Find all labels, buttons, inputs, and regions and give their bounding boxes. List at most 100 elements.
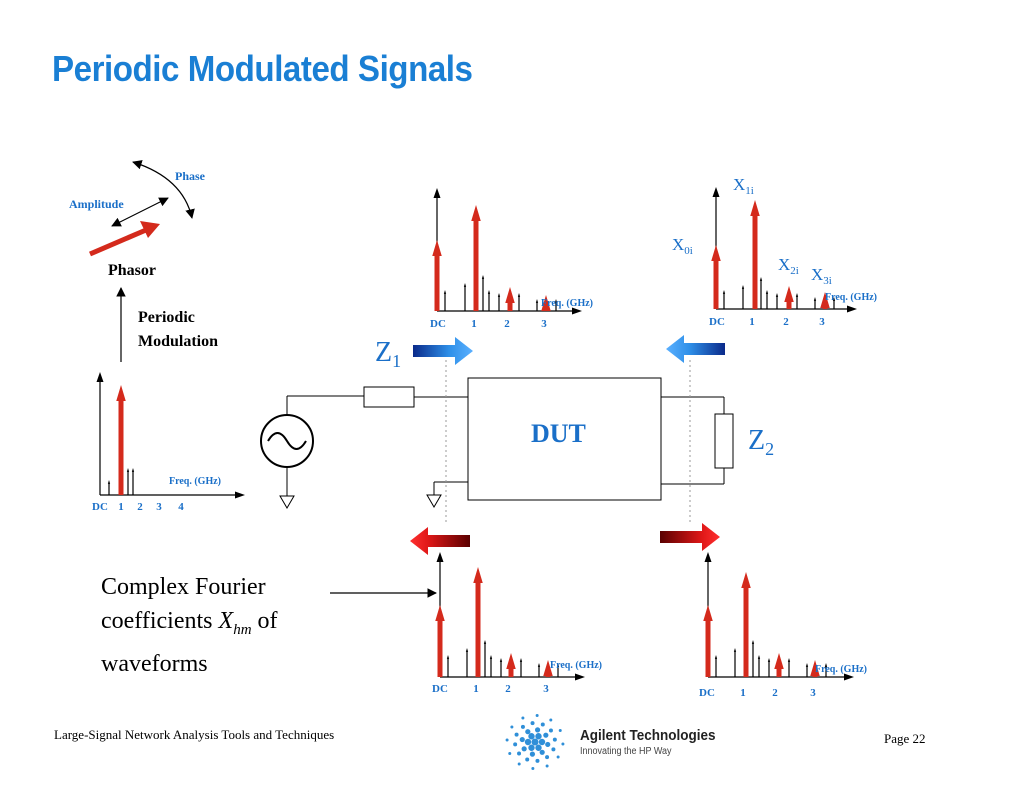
sideband-line-2-head — [751, 640, 755, 644]
y-axis-head — [704, 552, 712, 562]
tick-label-2: 2 — [505, 683, 511, 695]
sideband-line-4-head — [497, 293, 501, 297]
sideband-line-3-head — [487, 290, 491, 294]
tick-label-0: DC — [709, 316, 725, 328]
amplitude-arrow — [111, 197, 169, 227]
ground-icon-2 — [426, 494, 442, 508]
y-axis-head — [433, 188, 441, 198]
harmonic-bar-0-head — [435, 605, 445, 621]
sideband-bar-1-head — [543, 660, 553, 676]
reflected-wave-arrow-right — [660, 523, 720, 551]
sine-wave-icon — [267, 432, 307, 450]
y-axis-head — [712, 187, 720, 197]
sideband-line-1-head — [733, 648, 737, 652]
tick-label-2: 2 — [783, 316, 789, 328]
harmonic-bar-1-head — [473, 567, 483, 583]
sideband-bar-0-head — [505, 287, 515, 303]
sideband-line-5-head — [519, 658, 523, 662]
tick-label-1: 1 — [118, 501, 124, 513]
caption-line-1: Complex Fourier — [101, 574, 266, 600]
y-axis-head — [436, 552, 444, 562]
tick-label-0: DC — [699, 687, 715, 699]
sideband-line-1-head — [741, 285, 745, 289]
ground-icon-1 — [279, 495, 295, 509]
tick-label-2: 2 — [137, 501, 143, 513]
sideband-bar-0-head — [784, 286, 794, 302]
harmonic-bar-0-head — [116, 385, 126, 401]
phase-label: Phase — [175, 169, 206, 183]
x3-label: X3i — [811, 265, 832, 287]
brand: Agilent Technologies Innovating the HP W… — [580, 727, 731, 757]
tick-label-0: DC — [432, 683, 448, 695]
sideband-line-4-head — [767, 658, 771, 662]
sideband-line-6-head — [805, 663, 809, 667]
circuit — [260, 360, 734, 525]
harmonic-bar-1-head — [741, 572, 751, 588]
sideband-line-5-head — [795, 293, 799, 297]
sideband-line-0-head — [714, 655, 718, 659]
tick-label-1: 1 — [473, 683, 479, 695]
phasor-arrow-head — [140, 221, 160, 238]
brand-tagline: Innovating the HP Way — [580, 746, 672, 757]
x-axis-head — [847, 305, 857, 313]
sideband-bar-0-head — [506, 653, 516, 669]
tick-label-1: 1 — [740, 687, 746, 699]
caption-text: Complex Fourier coefficients Xhm of wave… — [101, 570, 278, 681]
freq-label: Freq. (GHz) — [169, 476, 221, 487]
z1-label: Z1 — [375, 337, 401, 371]
sideband-line-5-head — [787, 658, 791, 662]
load-resistor — [714, 413, 734, 469]
freq-label: Freq. (GHz) — [815, 664, 867, 675]
phasor-arrow-shaft — [89, 227, 147, 257]
tick-label-0: DC — [430, 318, 446, 330]
brand-name: Agilent Technologies — [580, 727, 716, 744]
sideband-line-4-head — [775, 293, 779, 297]
dut-box — [467, 377, 662, 501]
tick-label-3: 3 — [543, 683, 549, 695]
sideband-line-5-head — [517, 293, 521, 297]
tick-label-1: 1 — [471, 318, 477, 330]
tick-label-2: 2 — [504, 318, 510, 330]
incident-wave-arrow-left — [413, 337, 473, 365]
sideband-line-3-head — [489, 655, 493, 659]
tick-label-1: 1 — [749, 316, 755, 328]
page-title: Periodic Modulated Signals — [52, 48, 473, 89]
sideband-line-1-head — [126, 468, 130, 472]
sideband-bar-1-head — [810, 660, 820, 676]
modulation-label-1: Periodic — [138, 309, 195, 326]
freq-label: Freq. (GHz) — [550, 660, 602, 671]
harmonic-bar-0-head — [703, 605, 713, 621]
sideband-line-2-head — [481, 275, 485, 279]
x-axis-head — [844, 673, 854, 681]
caption-line-2: coefficients Xhm of — [101, 608, 278, 638]
freq-label: Freq. (GHz) — [825, 292, 877, 303]
sideband-line-1-head — [463, 283, 467, 287]
modulation-label-2: Modulation — [138, 333, 218, 350]
sideband-line-2-head — [483, 640, 487, 644]
sideband-line-7-head — [556, 663, 560, 667]
sideband-bar-1-head — [541, 295, 551, 311]
incident-wave-arrow-right — [666, 335, 725, 363]
sideband-line-6-head — [813, 297, 817, 301]
phasor-diagram: Phase Amplitude Phasor Periodic Modulati… — [69, 160, 218, 362]
x1-label: X1i — [733, 175, 754, 197]
output-spectrum-left: DC 1 2 3 Freq. (GHz) — [432, 552, 602, 695]
harmonic-bar-1-head — [471, 205, 481, 221]
harmonic-bar-0-head — [432, 240, 442, 256]
freq-label: Freq. (GHz) — [541, 298, 593, 309]
sideband-bar-0-head — [774, 653, 784, 669]
tick-label-3: 3 — [810, 687, 816, 699]
tick-label-3: 3 — [156, 501, 162, 513]
sideband-line-0-head — [446, 655, 450, 659]
phasor-label: Phasor — [108, 262, 156, 279]
y-axis-head — [96, 372, 104, 382]
coefficient-labels: X0i X1i X2i X3i — [672, 175, 832, 287]
x-axis-head — [235, 491, 245, 499]
sideband-line-4-head — [499, 658, 503, 662]
z2-label: Z2 — [748, 425, 774, 459]
